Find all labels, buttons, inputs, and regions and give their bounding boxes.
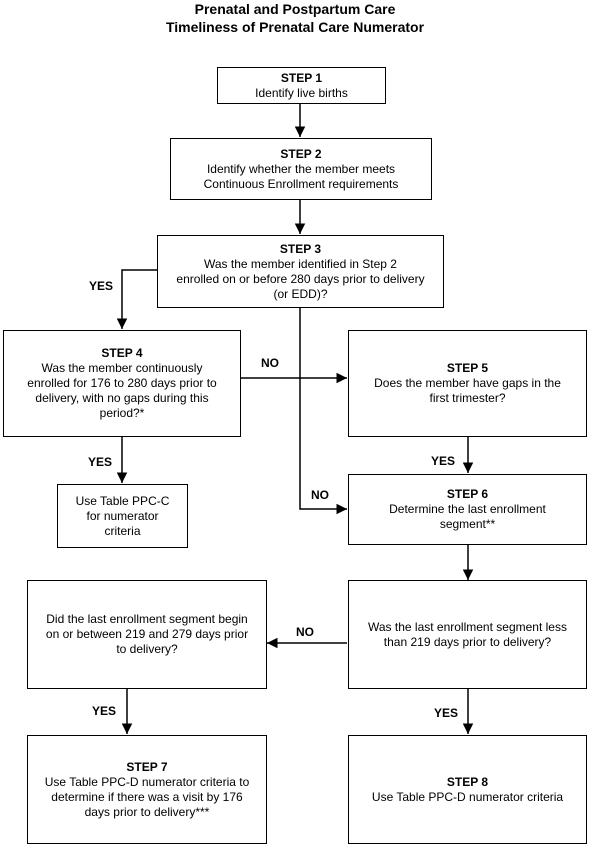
qleft-line1: Did the last enrollment segment begin (46, 612, 248, 626)
yes-label-step4: YES (88, 455, 113, 469)
ppcc-line2: for numerator (86, 508, 159, 523)
step5-line1: Does the member have gaps in the (374, 376, 561, 390)
step3-box: STEP 3 Was the member identified in Step… (157, 235, 444, 308)
diagram-subtitle: Timeliness of Prenatal Care Numerator (165, 19, 425, 35)
segment-less-question-box: Was the last enrollment segment less tha… (348, 580, 587, 689)
step7-line1: Use Table PPC-D numerator criteria to (44, 774, 250, 789)
step2-line1: Identify whether the member meets (206, 161, 396, 176)
step4-line3: delivery, with no gaps during this (35, 391, 209, 405)
step6-line2: segment** (439, 517, 496, 531)
step3-line1: Was the member identified in Step 2 (204, 256, 397, 271)
step3-line2: enrolled on or before 280 days prior to … (176, 271, 425, 286)
diagram-title: Prenatal and Postpartum Care (194, 1, 396, 17)
step5-line2: first trimester? (429, 391, 506, 405)
step6-heading: STEP 6 (446, 487, 489, 501)
ppc-c-box: Use Table PPC-C for numerator criteria (57, 484, 188, 548)
step6-box: STEP 6 Determine the last enrollment seg… (348, 474, 587, 545)
step4-box: STEP 4 Was the member continuously enrol… (3, 330, 241, 437)
step1-line1: Identify live births (255, 85, 348, 100)
step5-heading: STEP 5 (446, 361, 489, 375)
step7-heading: STEP 7 (126, 759, 168, 774)
step2-line2: Continuous Enrollment requirements (203, 176, 399, 191)
yes-label-step5: YES (431, 454, 456, 468)
no-label-qright: NO (296, 625, 314, 639)
step1-box: STEP 1 Identify live births (217, 67, 386, 104)
yes-label-qleft: YES (92, 704, 117, 718)
qright-line2: than 219 days prior to delivery? (383, 634, 552, 649)
step7-box: STEP 7 Use Table PPC-D numerator criteri… (27, 735, 267, 844)
qleft-line3: to delivery? (116, 642, 178, 656)
step4-line2: enrolled for 176 to 280 days prior to (27, 376, 217, 390)
step2-heading: STEP 2 (280, 146, 322, 161)
step7-line3: days prior to delivery*** (84, 804, 210, 819)
step3-heading: STEP 3 (279, 241, 322, 256)
arrow-step3-step6 (299, 308, 347, 515)
step3-line3: (or EDD)? (273, 286, 328, 301)
step1-heading: STEP 1 (280, 70, 323, 85)
step5-box: STEP 5 Does the member have gaps in the … (348, 330, 587, 437)
step8-line1: Use Table PPC-D numerator criteria (371, 789, 564, 804)
step8-heading: STEP 8 (446, 774, 489, 789)
yes-label-qright: YES (434, 706, 459, 720)
ppcc-line3: criteria (104, 523, 141, 538)
step2-box: STEP 2 Identify whether the member meets… (170, 138, 432, 200)
ppcc-line1: Use Table PPC-C (75, 493, 170, 508)
step7-line2: determine if there was a visit by 176 (51, 789, 243, 804)
no-label-step3: NO (311, 488, 329, 502)
step6-line1: Determine the last enrollment (389, 502, 546, 516)
qleft-line2: on or between 219 and 279 days prior (45, 627, 249, 641)
yes-label-step3: YES (89, 279, 114, 293)
step4-heading: STEP 4 (101, 346, 143, 360)
no-label-step4: NO (261, 356, 279, 370)
segment-begin-question-box: Did the last enrollment segment begin on… (27, 580, 267, 689)
qright-line1: Was the last enrollment segment less (368, 619, 567, 634)
arrow-step3-step4 (116, 269, 158, 329)
step4-line4: period?* (99, 406, 145, 420)
step4-line1: Was the member continuously (41, 361, 203, 375)
step8-box: STEP 8 Use Table PPC-D numerator criteri… (348, 735, 587, 844)
